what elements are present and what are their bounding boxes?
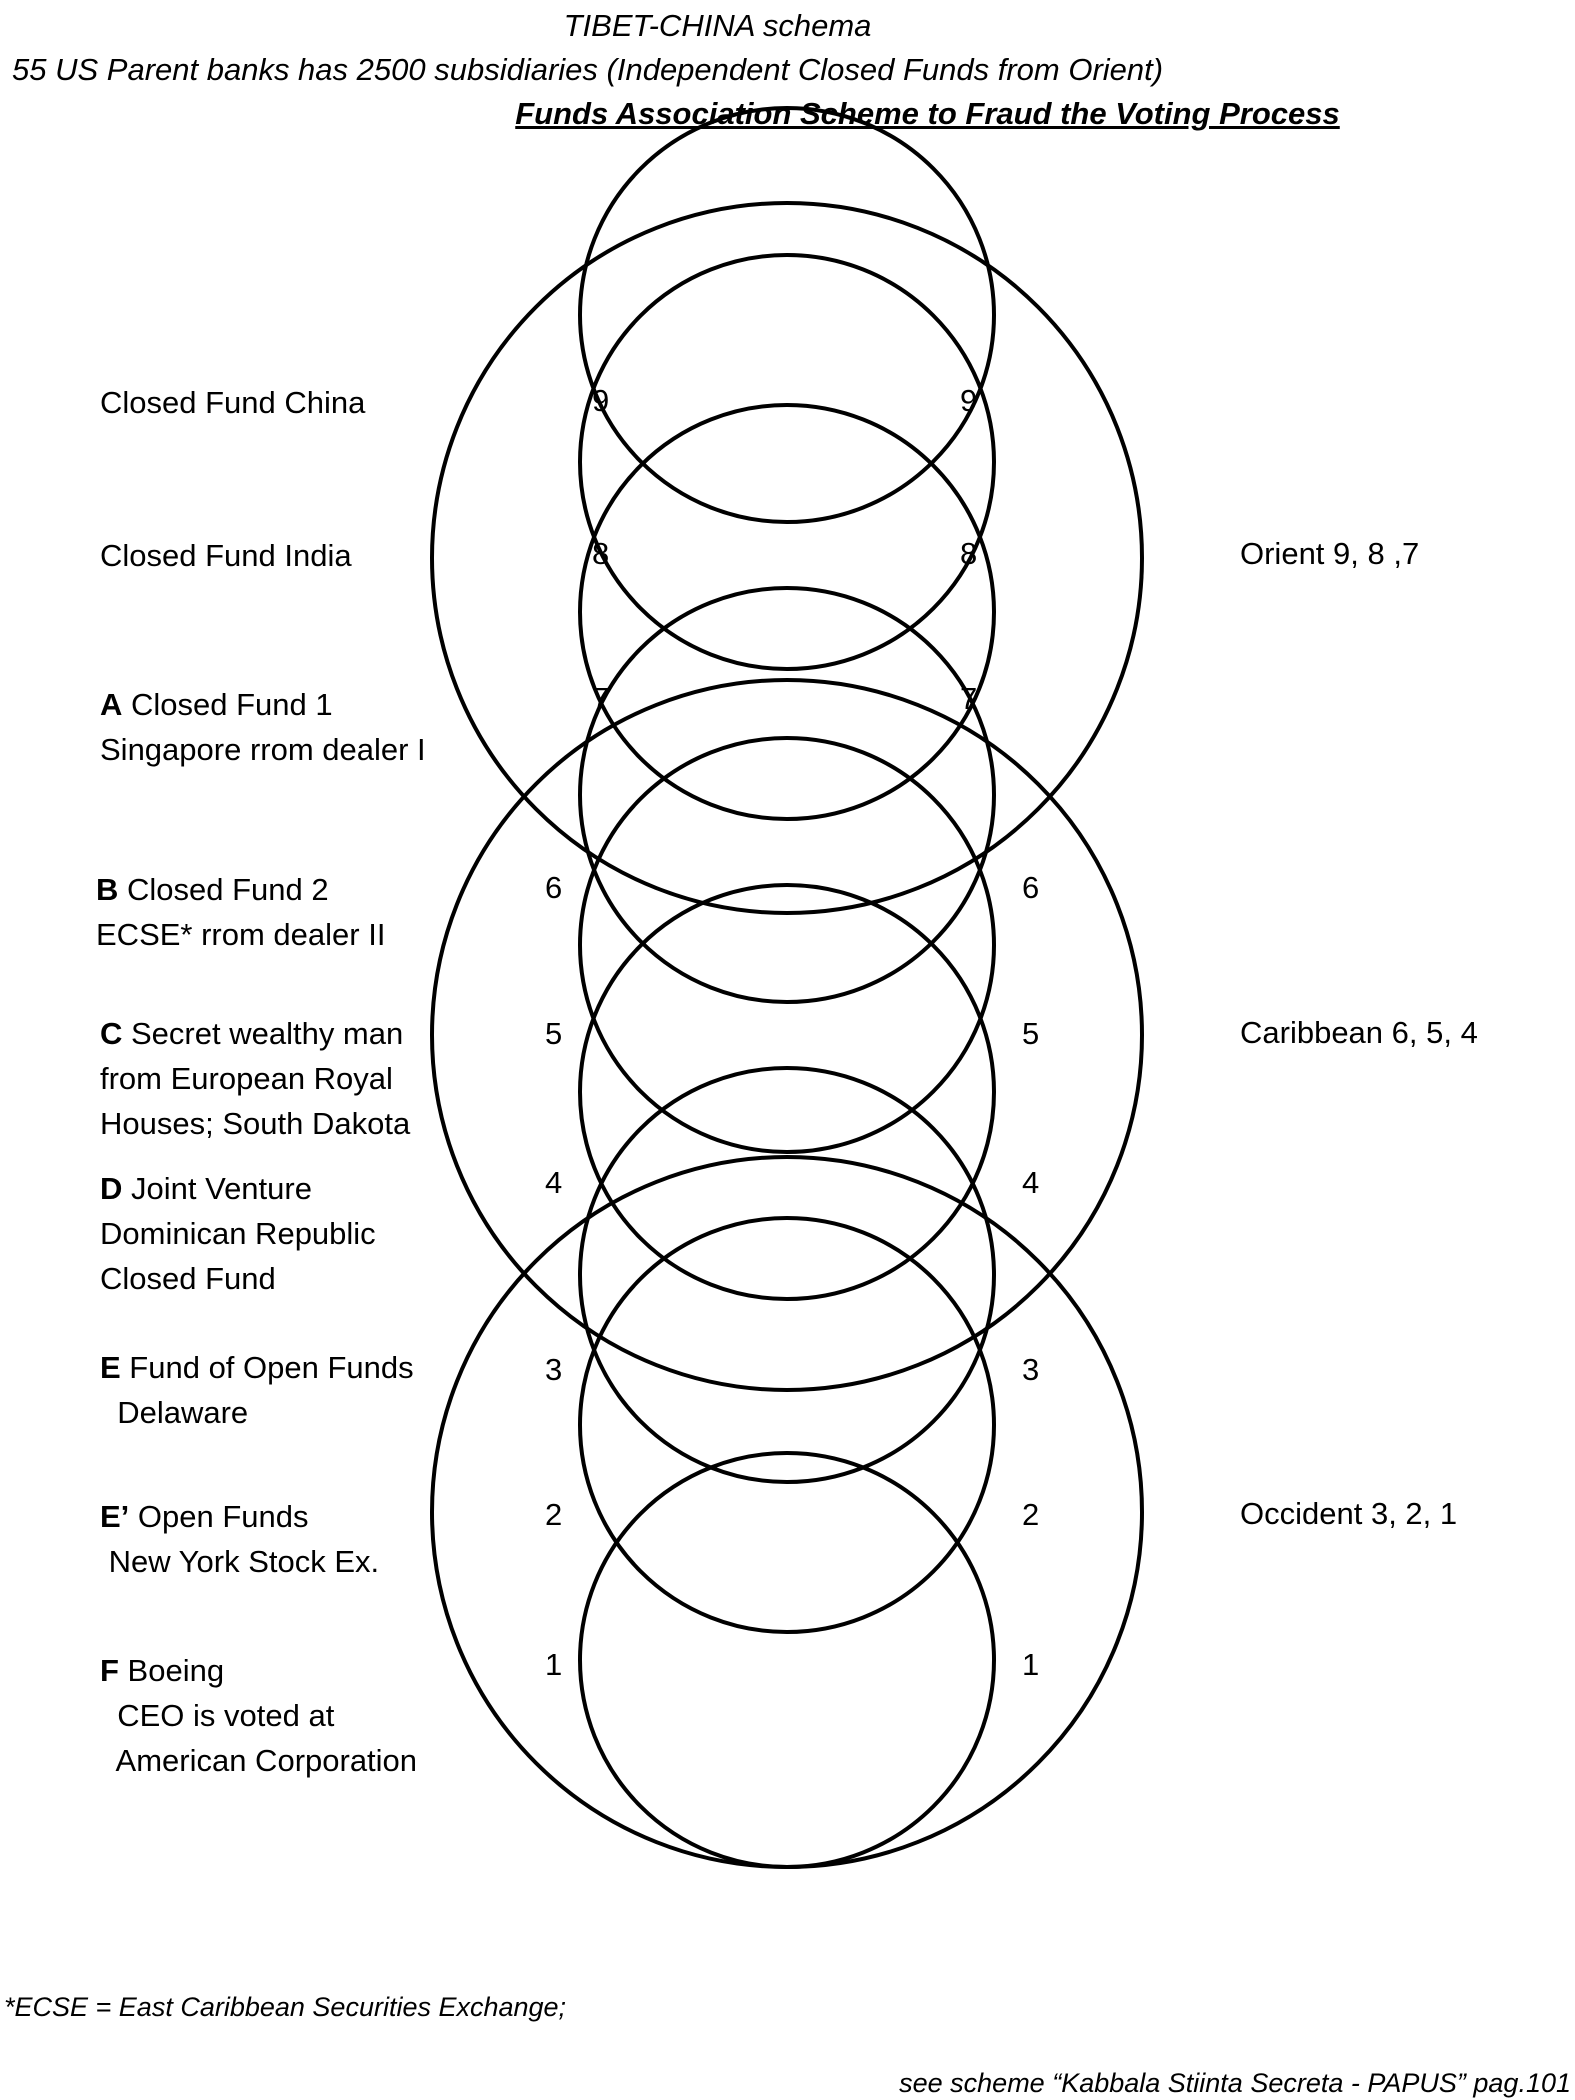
circle-4 [578, 586, 996, 1004]
number-4-left: 4 [545, 1165, 563, 1200]
region-orient: Orient 9, 8 ,7 [1240, 536, 1420, 571]
header-title: TIBET-CHINA schema [563, 8, 872, 43]
region-occident: Occident 3, 2, 1 [1240, 1496, 1458, 1531]
reference-note: see scheme “Kabbala Stiinta Secreta - PA… [899, 2068, 1571, 2098]
number-1-right: 1 [1022, 1647, 1040, 1682]
header-scheme-title: Funds Association Scheme to Fraud the Vo… [515, 96, 1340, 131]
label-open-funds: E’ Open Funds New York Stock Ex. [100, 1499, 380, 1579]
number-2-right: 2 [1022, 1497, 1040, 1532]
region-caribbean: Caribbean 6, 5, 4 [1240, 1015, 1478, 1050]
number-7-left: 7 [592, 681, 610, 716]
circle-6 [578, 883, 996, 1301]
circle-5 [578, 736, 996, 1154]
number-3-left: 3 [545, 1352, 563, 1387]
circle-8 [578, 1216, 996, 1634]
number-8-right: 8 [960, 536, 978, 571]
number-3-right: 3 [1022, 1352, 1040, 1387]
group-circle-caribbean [430, 678, 1144, 1392]
circle-2 [578, 253, 996, 671]
circle-9 [578, 1451, 996, 1869]
number-6-right: 6 [1022, 870, 1040, 905]
group-circle-orient [430, 201, 1144, 915]
number-4-right: 4 [1022, 1165, 1040, 1200]
circle-1 [578, 106, 996, 524]
number-7-right: 7 [960, 681, 978, 716]
number-1-left: 1 [545, 1647, 563, 1682]
label-fund-of-open-funds: E Fund of Open Funds Delaware [100, 1350, 414, 1430]
number-6-left: 6 [545, 870, 563, 905]
footnote: *ECSE = East Caribbean Securities Exchan… [4, 1992, 567, 2022]
number-5-right: 5 [1022, 1016, 1040, 1051]
number-8-left: 8 [592, 536, 610, 571]
number-9-left: 9 [592, 383, 610, 418]
number-9-right: 9 [960, 383, 978, 418]
number-2-left: 2 [545, 1497, 563, 1532]
circle-7 [578, 1066, 996, 1484]
circle-3 [578, 403, 996, 821]
label-boeing: F Boeing CEO is voted at American Corpor… [100, 1653, 418, 1778]
header-subtitle: 55 US Parent banks has 2500 subsidiaries… [12, 52, 1164, 87]
label-closed-fund-china: Closed Fund China [100, 385, 366, 420]
label-closed-fund-india: Closed Fund India [100, 538, 352, 573]
number-5-left: 5 [545, 1016, 563, 1051]
